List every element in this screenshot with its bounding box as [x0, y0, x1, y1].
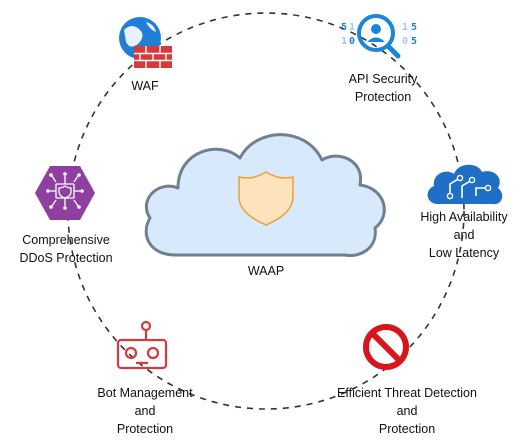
- binary-digit: 1: [402, 22, 408, 33]
- binary-digit: 1: [349, 22, 355, 33]
- robot-icon: [116, 320, 168, 370]
- shield-network-hexagon-icon: [35, 166, 95, 220]
- api-security-icon: 5 1 1 0 1 5 0 5: [341, 14, 417, 59]
- binary-digit: 1: [341, 36, 347, 47]
- prohibited-icon: [363, 324, 409, 370]
- feature-label-threat-detection: Efficient Threat Detection and Protectio…: [337, 386, 477, 436]
- globe-firewall-icon: [119, 17, 172, 68]
- feature-label-api-security: API Security Protection: [348, 72, 418, 104]
- binary-digit: 5: [341, 22, 347, 33]
- binary-digit: 0: [349, 36, 355, 47]
- brain-circuit-cloud-icon: [427, 164, 503, 205]
- center-label: WAAP: [247, 264, 285, 278]
- feature-label-ddos: Comprehensive DDoS Protection: [19, 233, 113, 265]
- binary-digit: 5: [411, 36, 417, 47]
- binary-digit: 0: [402, 36, 408, 47]
- binary-digit: 5: [411, 22, 417, 33]
- feature-label-bot-management: Bot Management and Protection: [97, 386, 193, 436]
- feature-label-high-availability: High Availability and Low Latency: [420, 210, 508, 260]
- dashed-ring: [67, 12, 465, 410]
- feature-label-waf: WAF: [131, 79, 159, 93]
- shield-icon: [238, 171, 294, 226]
